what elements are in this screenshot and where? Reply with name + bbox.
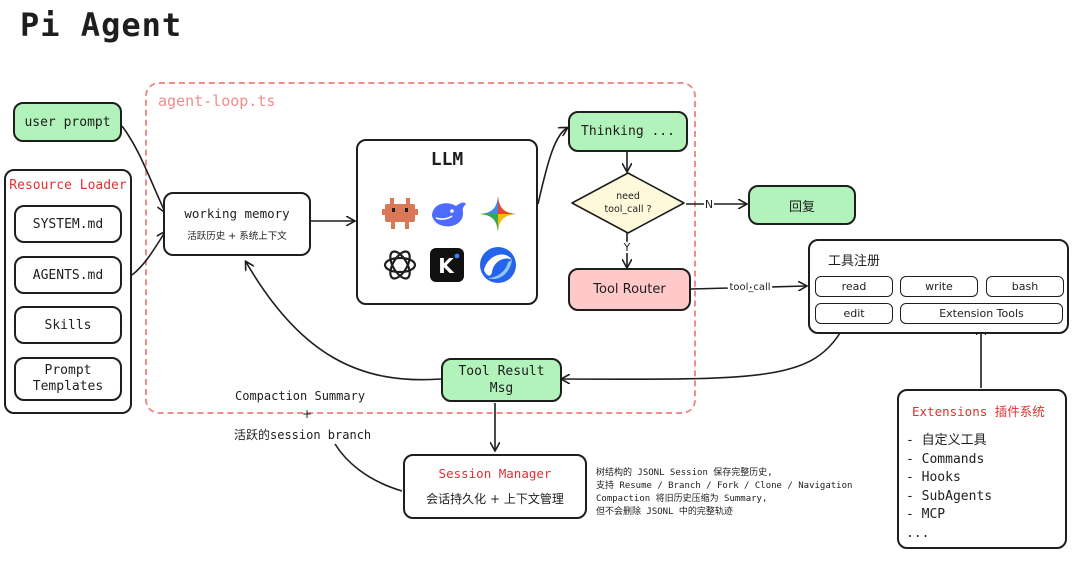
resource-item-agents-md: AGENTS.md [14, 256, 122, 294]
arrow-router-to-registry [690, 286, 806, 289]
working-memory-title: working memory [184, 206, 290, 221]
llm-title: LLM [430, 149, 464, 170]
sparkle-logo [480, 196, 516, 232]
tool-registry-title: 工具注册 [828, 254, 881, 269]
arrow-registry-to-result [562, 332, 841, 379]
tool-result-node: Tool Result Msg [441, 358, 562, 402]
tool-bash: bash [986, 276, 1064, 297]
decision-node: need tool_call ? [571, 172, 685, 234]
line-compaction-to-session [334, 443, 403, 492]
arrow-prompt-to-memory [121, 125, 165, 212]
session-manager-title: Session Manager [438, 466, 552, 481]
extension-item: - Commands [906, 451, 985, 467]
extension-item: - MCP [906, 507, 946, 522]
extension-item: - 自定义工具 [906, 433, 987, 448]
user-prompt-node: user prompt [13, 102, 122, 142]
thinking-node: Thinking ... [568, 111, 688, 152]
resource-item-system-md: SYSTEM.md [14, 205, 122, 243]
page-title: Pi Agent [20, 6, 183, 44]
agent-loop-label: agent-loop.ts [158, 92, 276, 110]
compaction-plus: + [302, 407, 313, 421]
extensions-panel: Extensions 插件系统 - 自定义工具 - Commands - Hoo… [897, 389, 1067, 549]
agent-loop-region [145, 82, 696, 414]
openai-logo [383, 250, 417, 280]
whale-logo [432, 202, 466, 227]
session-manager-node: Session Manager 会话持久化 + 上下文管理 [403, 454, 587, 519]
tool-extension-tools: Extension Tools [900, 303, 1063, 324]
robot-logo [382, 198, 418, 229]
extensions-title: Extensions 插件系统 [912, 404, 1045, 419]
resource-item-skills: Skills [14, 306, 122, 344]
compaction-summary-label: Compaction Summary [235, 389, 366, 403]
session-note: 树结构的 JSONL Session 保存完整历史, 支持 Resume / B… [596, 467, 852, 519]
extension-item: - SubAgents [906, 488, 993, 504]
kimi-letter: K [438, 254, 455, 278]
llm-logos: K [382, 196, 516, 283]
active-session-branch-label: 活跃的session branch [234, 428, 372, 442]
session-note-line: 树结构的 JSONL Session 保存完整历史, [596, 468, 773, 478]
edge-label-y: Y [623, 241, 631, 254]
arrow-llm-to-thinking [537, 128, 567, 205]
reply-node: 回复 [748, 185, 856, 225]
tool-read: read [815, 276, 893, 297]
working-memory-subtitle: 活跃历史 + 系统上下文 [187, 231, 287, 242]
resource-loader-title: Resource Loader [9, 178, 127, 193]
session-note-line: 支持 Resume / Branch / Fork / Clone / Navi… [596, 481, 853, 491]
session-note-line: Compaction 将旧历史压缩为 Summary, [596, 494, 768, 504]
arrow-loader-to-memory [131, 232, 165, 276]
tool-result-line-2: Msg [489, 381, 514, 396]
tool-edit: edit [815, 303, 893, 324]
tool-result-line-1: Tool Result [458, 364, 545, 379]
session-note-line: 但不会删除 JSONL 中的完整轨迹 [596, 507, 733, 517]
working-memory-node: working memory 活跃历史 + 系统上下文 [163, 192, 311, 256]
kimi-logo: K [430, 248, 464, 282]
decision-line-1: need [616, 191, 640, 202]
edge-label-n: N [705, 198, 713, 211]
extensions-list: - 自定义工具 - Commands - Hooks - SubAgents -… [906, 432, 1065, 543]
edge-label-tool-call: tool_call [729, 282, 770, 293]
session-manager-subtitle: 会话持久化 + 上下文管理 [426, 492, 564, 506]
arrow-result-to-memory [246, 262, 442, 381]
extension-item: - Hooks [906, 470, 961, 485]
swirl-logo [480, 247, 516, 283]
decision-line-2: tool_call ? [604, 204, 651, 215]
tool-write: write [900, 276, 978, 297]
resource-item-prompt-templates: Prompt Templates [14, 357, 122, 401]
extension-item: ... [906, 525, 930, 541]
tool-router-node: Tool Router [568, 268, 691, 311]
